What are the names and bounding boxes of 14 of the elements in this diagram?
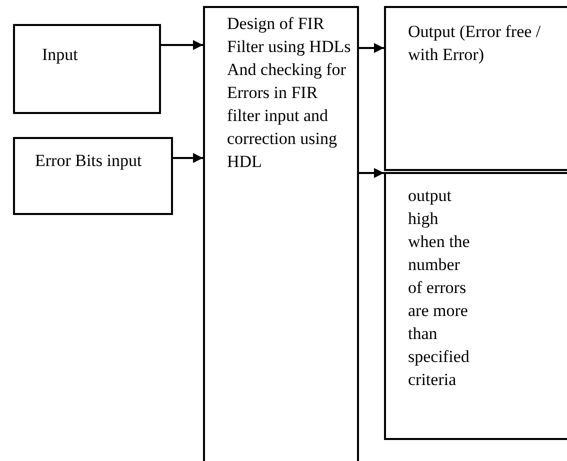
box-text: Error Bits input [35,150,143,172]
arrow [359,168,384,178]
process-box [203,6,359,461]
box-text: Input [42,44,79,66]
arrow [161,40,203,50]
arrow [359,43,384,53]
process-box [384,172,567,440]
process-box [13,24,161,114]
process-box [13,137,173,215]
box-text: Design of FIR Filter using HDLs And checking for Errors in FIR filter input and correction using HDL [227,13,352,173]
box-text: output high when the number of errors are more than specified criteria [408,185,471,391]
arrow [173,153,203,163]
box-text: Output (Error free / with Error) [408,21,542,66]
process-box [384,6,567,171]
